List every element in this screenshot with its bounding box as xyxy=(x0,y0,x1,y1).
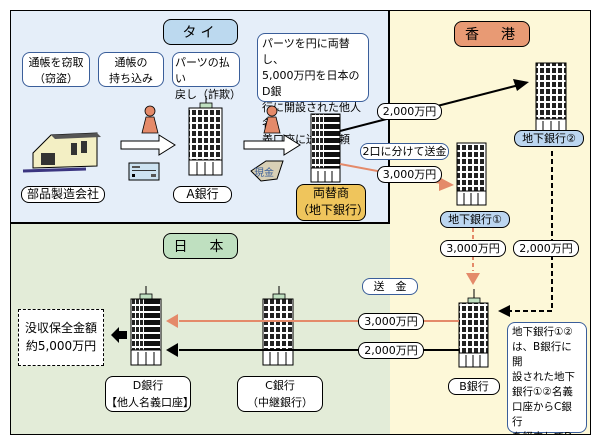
bank-c-building-icon xyxy=(262,286,294,366)
label-line: （地下銀行） xyxy=(297,203,370,217)
label-line: D銀行 xyxy=(132,379,164,392)
label-bank-b: B銀行 xyxy=(448,378,500,395)
region-title-hongkong: 香 港 xyxy=(454,21,530,47)
note-line: 設された地下 xyxy=(512,371,575,383)
note-line: 通帳を窃取 xyxy=(28,56,84,69)
amount-to-ug1: 3,000万円 xyxy=(377,166,442,183)
cash-label: 現金 xyxy=(254,166,274,179)
label-line: C銀行 xyxy=(265,379,295,392)
note-line: パーツの払い xyxy=(175,56,230,85)
underground-bank-1-building-icon xyxy=(456,142,487,206)
seized-line: 約5,000万円 xyxy=(25,339,97,353)
note-line: パーツを円に両替し、 xyxy=(262,37,350,66)
amount-b-to-d-2000: 2,000万円 xyxy=(358,342,424,359)
arrow-right-icon xyxy=(243,134,301,156)
amount-ug1-to-b: 3,000万円 xyxy=(440,240,506,257)
note-bank-b-explanation: 地下銀行①② は、B銀行に開 設された地下 銀行①②名義 口座からC銀行 を経由… xyxy=(507,322,587,434)
note-line: 地下銀行①② xyxy=(512,326,573,338)
person-icon xyxy=(141,105,159,134)
note-line: は、B銀行に開 xyxy=(512,341,572,368)
diagram-graphics: 現金 xyxy=(22,62,567,368)
amount-b-to-d-3000: 3,000万円 xyxy=(358,313,424,330)
region-title-thailand: タイ xyxy=(163,19,238,45)
note-line: 通帳の xyxy=(114,56,148,69)
passbook-icon xyxy=(128,162,160,181)
region-title-japan: 日 本 xyxy=(163,233,238,259)
note-passbook-carry: 通帳の 持ち込み xyxy=(98,52,164,87)
factory-icon xyxy=(22,132,101,173)
cash-icon: 現金 xyxy=(250,160,284,182)
note-line: 銀行①②名義 xyxy=(512,386,573,398)
arrow-left-icon xyxy=(111,327,127,343)
arrow-right-icon xyxy=(120,134,176,156)
label-underground-bank-2: 地下銀行② xyxy=(514,130,584,147)
person-icon xyxy=(263,105,281,134)
label-split-transfer: 2口に分けて送金 xyxy=(360,143,449,160)
label-line: 両替商 xyxy=(312,186,349,200)
note-line: 口座からC銀行 xyxy=(512,401,572,428)
note-line: を経由してD銀 xyxy=(512,430,582,434)
label-line: （中継銀行） xyxy=(247,396,313,409)
label-parts-maker: 部品製造会社 xyxy=(21,186,105,203)
label-bank-a: A銀行 xyxy=(173,186,232,203)
seized-line: 没収保全金額 xyxy=(24,321,97,335)
label-line: 【他人名義口座】 xyxy=(106,396,194,409)
bank-d-building-icon xyxy=(130,286,162,366)
amount-to-ug2: 2,000万円 xyxy=(377,103,442,120)
bank-a-building-icon xyxy=(188,96,223,176)
label-bank-d: D銀行 【他人名義口座】 xyxy=(105,376,194,412)
note-line: （窃盗） xyxy=(34,72,78,85)
flow-arrow-ug2-to-bank-b xyxy=(498,151,553,317)
label-send: 送 金 xyxy=(362,278,418,295)
note-baht-withdrawal: パーツの払い 戻し（詐欺） xyxy=(172,52,241,101)
seized-amount-box: 没収保全金額 約5,000万円 xyxy=(18,309,104,366)
label-underground-bank-1: 地下銀行① xyxy=(440,211,510,228)
diagram-frame: タイ 香 港 日 本 通帳を窃取 （窃盗） 通帳の 持ち込み パーツの払い 戻し… xyxy=(10,10,591,435)
note-line: 持ち込み xyxy=(109,72,153,85)
amount-ug2-to-b: 2,000万円 xyxy=(513,240,579,257)
note-line: 5,000万円を日本のD銀 xyxy=(262,69,360,98)
label-money-changer: 両替商 （地下銀行） xyxy=(296,184,370,221)
note-line: 戻し（詐欺） xyxy=(175,88,241,101)
note-passbook-theft: 通帳を窃取 （窃盗） xyxy=(22,52,90,87)
bank-b-building-icon xyxy=(458,289,489,368)
money-changer-building-icon xyxy=(310,113,341,183)
underground-bank-2-building-icon xyxy=(535,62,567,134)
label-bank-c: C銀行 （中継銀行） xyxy=(237,376,323,412)
